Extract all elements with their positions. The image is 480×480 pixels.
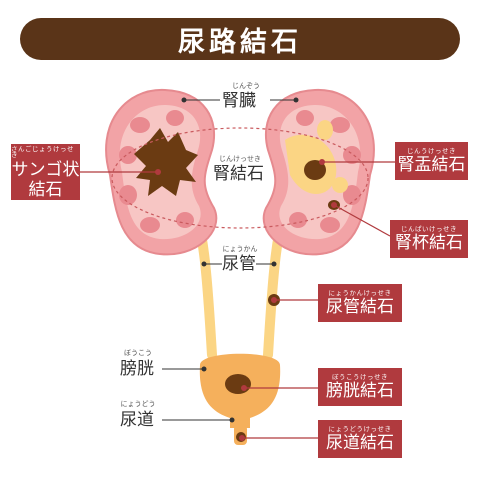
pelvis-label: 腎盂結石 <box>397 155 466 176</box>
calyx-stone-box: じんぱいけっせき 腎杯結石 <box>390 220 468 258</box>
title-banner: 尿路結石 <box>20 18 460 60</box>
bladder-stone <box>225 374 251 394</box>
urethral-ruby: にょうどうけっせき <box>328 424 392 433</box>
renal-stone-label: 腎結石 <box>213 164 264 184</box>
kidney-ruby: じんぞう <box>232 82 260 90</box>
ureteral-ruby: にょうかんけっせき <box>328 288 392 297</box>
ureter-label: 尿管 <box>222 254 256 274</box>
ureteral-label: 尿管結石 <box>326 297 394 318</box>
page-title: 尿路結石 <box>178 26 302 58</box>
bladder-stone-box: ぼうこうけっせき 膀胱結石 <box>318 368 402 406</box>
urethral-stone-box: にょうどうけっせき 尿道結石 <box>318 420 402 458</box>
ureteral-stone-box: にょうかんけっせき 尿管結石 <box>318 284 402 322</box>
pelvis-ruby: じんうけっせき <box>407 146 456 155</box>
bladder-stone-label: 膀胱結石 <box>326 381 394 402</box>
renal-stone-ruby: じんけっせき <box>219 155 261 163</box>
pelvis-stone <box>304 160 326 180</box>
calyx-label: 腎杯結石 <box>395 233 463 254</box>
bladder-stone-ruby: ぼうこうけっせき <box>332 372 388 381</box>
kidney-label: 腎臓 <box>222 91 256 111</box>
urethral-label: 尿道結石 <box>326 433 394 454</box>
staghorn-label-line1: サンゴ状 <box>11 159 80 180</box>
bladder-label: 膀胱 <box>120 359 154 379</box>
urethra-label: 尿道 <box>120 410 154 430</box>
ureter-ruby: にょうかん <box>222 245 258 253</box>
staghorn-ruby: さんごじょうけっせき <box>11 144 74 159</box>
bladder-ruby: ぼうこう <box>124 349 152 357</box>
calyx-ruby: じんぱいけっせき <box>401 224 457 233</box>
left-kidney <box>105 88 218 256</box>
right-kidney <box>262 88 375 256</box>
staghorn-stone <box>134 128 198 196</box>
staghorn-label-line2: 結石 <box>28 179 63 200</box>
kidney-region-outline <box>111 127 369 229</box>
pelvis-stone-box: じんうけっせき 腎盂結石 <box>395 142 468 180</box>
urethra-ruby: にょうどう <box>120 400 156 408</box>
staghorn-stone-box: さんごじょうけっせき サンゴ状 結石 <box>11 144 80 200</box>
